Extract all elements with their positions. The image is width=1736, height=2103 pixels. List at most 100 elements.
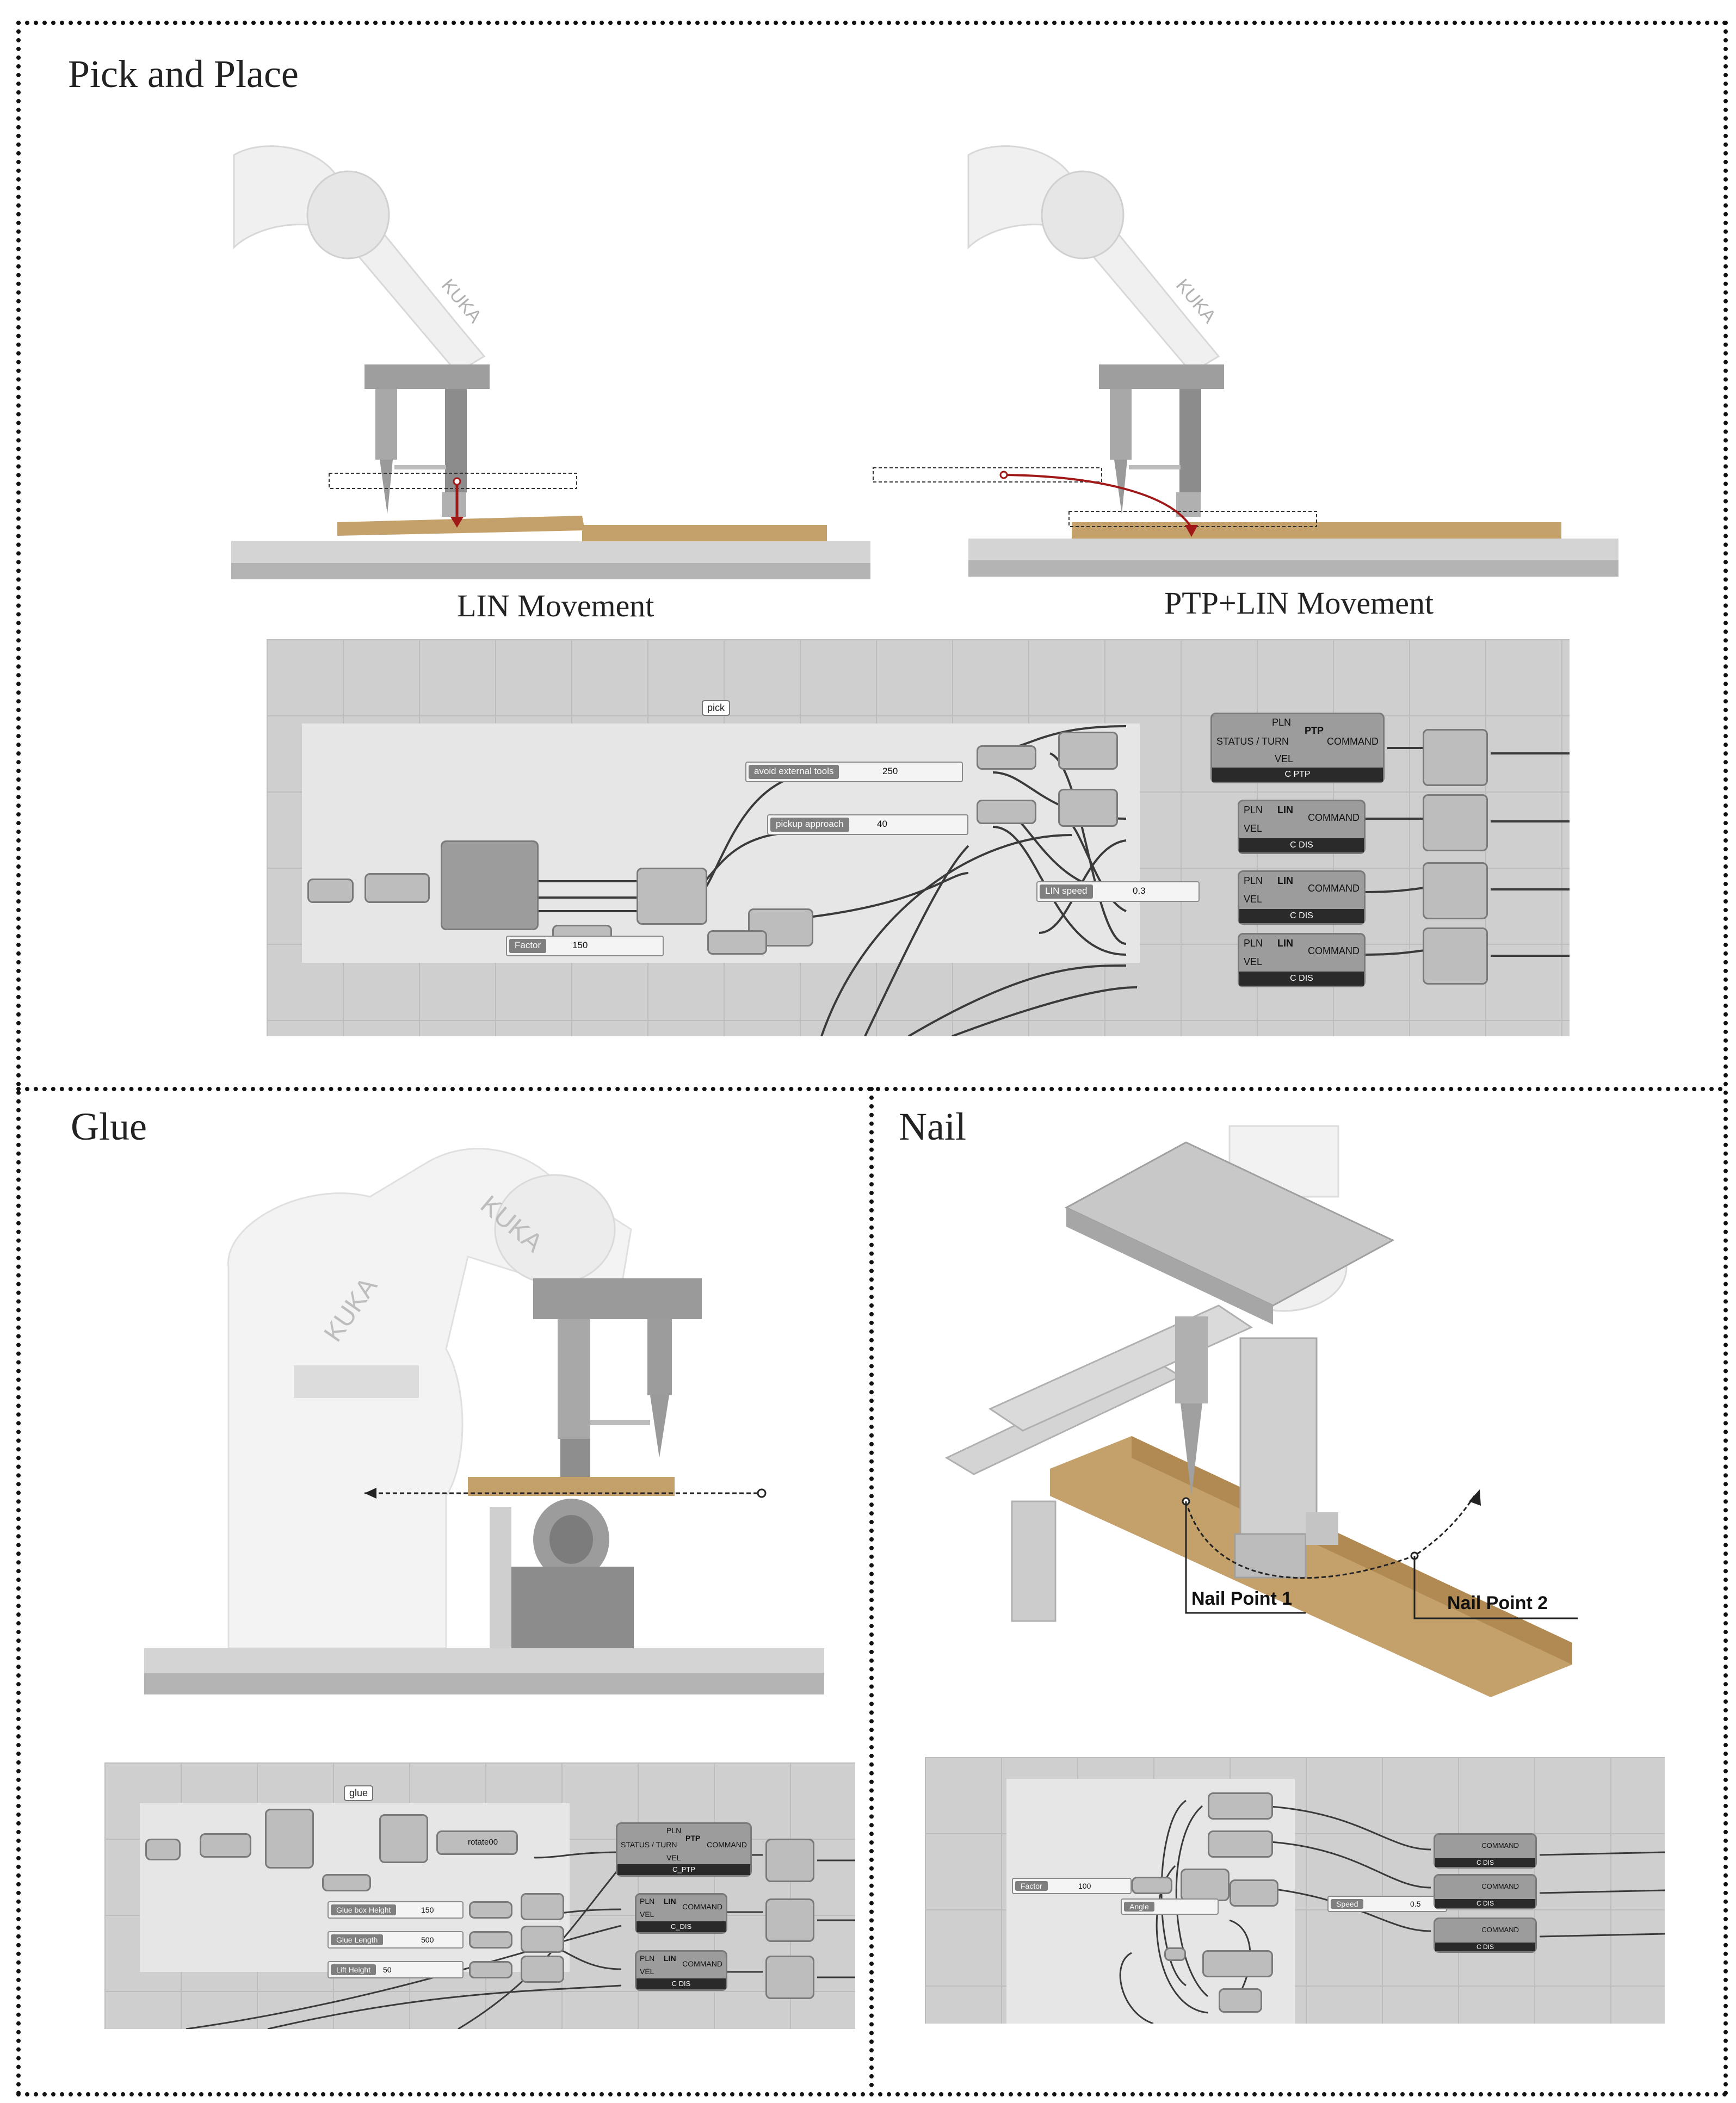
slider-label: Speed: [1331, 1899, 1364, 1909]
definition-glue: glue rotate00 Glue box Height 150 Glue L…: [104, 1762, 855, 2029]
command-footer: C PTP: [1212, 768, 1383, 782]
command-glue-lin-2[interactable]: PLN LIN VEL COMMAND C DIS: [635, 1950, 727, 1991]
component-glue-deconstruct[interactable]: [265, 1809, 314, 1869]
component-construct-plane[interactable]: [637, 868, 707, 925]
slider-value: 150: [421, 1906, 434, 1914]
component-move-1[interactable]: [748, 908, 813, 947]
caption-lin-movement: LIN Movement: [457, 588, 654, 623]
render-nail: Nail Point 1 Nail Point 2: [925, 1121, 1632, 1724]
component-move-3[interactable]: [1058, 789, 1118, 827]
slider-nail-angle[interactable]: Angle: [1121, 1898, 1219, 1915]
component-glue-origin[interactable]: [145, 1839, 181, 1860]
command-output: COMMAND: [1308, 883, 1360, 894]
command-footer: C DIS: [1435, 1943, 1535, 1951]
slider-glue-box-height[interactable]: Glue box Height 150: [328, 1901, 464, 1919]
component-move-2[interactable]: [1058, 732, 1118, 770]
command-input-vel: VEL: [1275, 753, 1294, 764]
group-label-pick: pick: [702, 700, 731, 716]
component-glue-unit-z-2[interactable]: [469, 1931, 512, 1949]
command-input-vel: VEL: [640, 1967, 654, 1976]
command-output: COMMAND: [1327, 736, 1379, 747]
command-footer: C DIS: [1239, 909, 1364, 923]
component-nail-move-2[interactable]: [1208, 1830, 1273, 1858]
command-input-vel: VEL: [1244, 894, 1263, 905]
slider-lin-speed[interactable]: LIN speed 0.3: [1036, 881, 1200, 902]
slider-nail-factor[interactable]: Factor 100: [1012, 1878, 1132, 1894]
component-plane-origin[interactable]: [307, 879, 354, 903]
component-glue-unit-z-3[interactable]: [469, 1961, 512, 1978]
slider-value: 500: [421, 1935, 434, 1944]
slider-label: Glue Length: [331, 1934, 384, 1945]
command-input-status: STATUS / TURN: [621, 1840, 677, 1849]
command-nail-2[interactable]: COMMAND C DIS: [1434, 1874, 1537, 1909]
render-lin-movement: KUKA: [228, 144, 881, 590]
data-output-glue-3[interactable]: [765, 1956, 814, 1999]
component-nail-move-1[interactable]: [1208, 1792, 1273, 1820]
command-input-vel: VEL: [1244, 956, 1263, 967]
slider-avoid-external-tools[interactable]: avoid external tools 250: [745, 762, 963, 782]
command-lin-2[interactable]: PLN LIN VEL COMMAND C DIS: [1238, 870, 1366, 925]
component-nail-move-3[interactable]: [1181, 1869, 1230, 1901]
slider-factor[interactable]: Factor 150: [506, 936, 664, 956]
caption-ptp-lin-movement: PTP+LIN Movement: [1164, 585, 1434, 621]
command-output: COMMAND: [1308, 812, 1360, 823]
slider-glue-length[interactable]: Glue Length 500: [328, 1931, 464, 1949]
slider-pickup-approach[interactable]: pickup approach 40: [767, 814, 968, 835]
component-glue-move-1[interactable]: [521, 1893, 564, 1920]
command-output: COMMAND: [1481, 1926, 1519, 1934]
component-unit-z-3[interactable]: [977, 800, 1036, 824]
rotate-label: rotate00: [468, 1838, 498, 1847]
component-glue-rotate[interactable]: [200, 1833, 251, 1858]
component-pick-source[interactable]: [441, 840, 539, 930]
component-glue-unit-z-1[interactable]: [469, 1901, 512, 1919]
command-lin-3[interactable]: PLN LIN VEL COMMAND C DIS: [1238, 933, 1366, 987]
command-input-pln: PLN: [1244, 938, 1263, 949]
data-output-1[interactable]: [1423, 729, 1488, 786]
command-input-pln: PLN: [640, 1954, 655, 1963]
component-rotate[interactable]: [365, 873, 430, 903]
command-output: COMMAND: [1481, 1841, 1519, 1850]
definition-nail: Factor 100 Angle Speed 0.5 COMMAND C DIS…: [925, 1757, 1665, 2024]
component-nail-move-5[interactable]: [1219, 1988, 1262, 2013]
slider-value: 0.5: [1410, 1900, 1421, 1908]
command-lin-1[interactable]: PLN LIN VEL COMMAND C DIS: [1238, 800, 1366, 854]
slider-lift-height[interactable]: Lift Height 50: [328, 1961, 464, 1978]
data-output-glue-1[interactable]: [765, 1839, 814, 1882]
definition-pick: pick: [267, 639, 1570, 1036]
command-badge: LIN: [1277, 805, 1293, 815]
command-input-vel: VEL: [666, 1853, 681, 1862]
annotation-nail-point-2: Nail Point 2: [1447, 1593, 1548, 1613]
component-glue-move-2[interactable]: [521, 1926, 564, 1953]
slider-label: LIN speed: [1040, 885, 1093, 899]
component-nail-input[interactable]: [1164, 1947, 1186, 1961]
component-glue-negative[interactable]: [322, 1874, 371, 1891]
component-glue-move-3[interactable]: [521, 1956, 564, 1983]
slider-label: avoid external tools: [749, 765, 839, 779]
data-output-2[interactable]: [1423, 794, 1488, 851]
component-nail-rotate[interactable]: [1230, 1879, 1278, 1907]
command-badge: LIN: [664, 1954, 676, 1963]
component-glue-plane[interactable]: [379, 1814, 428, 1863]
slider-nail-speed[interactable]: Speed 0.5: [1327, 1896, 1447, 1912]
command-nail-1[interactable]: COMMAND C DIS: [1434, 1833, 1537, 1869]
command-nail-3[interactable]: COMMAND C DIS: [1434, 1918, 1537, 1953]
component-unit-z-1[interactable]: [707, 930, 767, 955]
command-glue-ptp[interactable]: PLN STATUS / TURN PTP VEL COMMAND C_PTP: [616, 1822, 752, 1877]
command-footer: C DIS: [1239, 838, 1364, 852]
section-title-glue: Glue: [71, 1105, 147, 1148]
component-nail-move-4[interactable]: [1202, 1950, 1273, 1977]
command-footer: C DIS: [1435, 1858, 1535, 1867]
component-glue-rotate00[interactable]: rotate00: [436, 1830, 518, 1855]
annotation-nail-point-1: Nail Point 1: [1191, 1588, 1293, 1609]
data-output-glue-2[interactable]: [765, 1898, 814, 1942]
command-badge: PTP: [685, 1834, 701, 1842]
data-output-3[interactable]: [1423, 862, 1488, 919]
command-ptp[interactable]: PTP PLN STATUS / TURN VEL COMMAND C PTP: [1210, 713, 1385, 783]
render-glue: KUKA KUKA: [141, 1115, 849, 1697]
command-glue-lin-1[interactable]: PLN LIN VEL COMMAND C_DIS: [635, 1893, 727, 1934]
command-badge: PTP: [1305, 725, 1324, 736]
data-output-4[interactable]: [1423, 927, 1488, 985]
component-unit-z-2[interactable]: [977, 745, 1036, 770]
component-nail-unit-z[interactable]: [1132, 1877, 1172, 1894]
command-output: COMMAND: [682, 1902, 722, 1911]
